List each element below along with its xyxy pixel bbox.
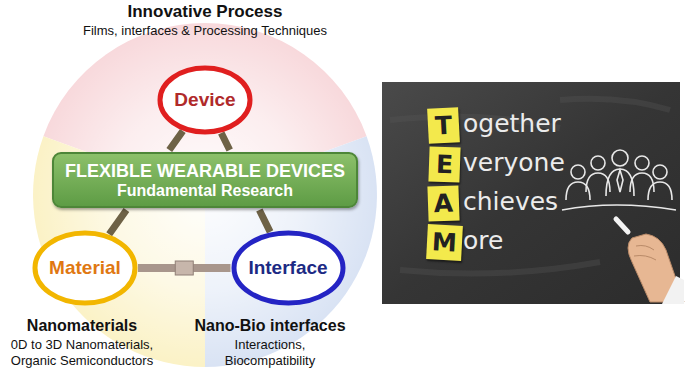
node-text: Fundamental Research: [117, 182, 293, 200]
node-text: FLEXIBLE WEARABLE DEVICES: [65, 161, 345, 182]
note-letter: A: [433, 189, 453, 219]
node-text: Interface: [248, 257, 327, 279]
node-text: Device: [174, 89, 235, 111]
section-subtitle: Films, interfaces & Processing Technique…: [40, 23, 370, 39]
sticky-note: M: [426, 224, 463, 261]
section-subtitle: Interactions, Biocompatibility: [205, 337, 335, 368]
chalk-word: ogether: [463, 109, 561, 138]
note-letter: E: [435, 150, 453, 180]
chalk-word: ore: [463, 226, 503, 255]
people-sketch: [562, 150, 676, 210]
section-subtitle: 0D to 3D Nanomaterials, Organic Semicond…: [4, 337, 160, 368]
title-band: FLEXIBLE WEARABLE DEVICESFundamental Res…: [52, 152, 358, 208]
section-heading: Nanomaterials: [4, 316, 160, 335]
section-heading: Innovative Process: [85, 2, 325, 22]
chalkboard: [382, 82, 680, 304]
sticky-note: A: [427, 185, 459, 221]
link-bar: [138, 261, 231, 275]
connector-plug: [175, 261, 193, 275]
hand-with-chalk: [616, 219, 684, 304]
node-text: Material: [49, 257, 121, 279]
device-circle: Device: [157, 65, 253, 135]
note-letter: T: [434, 111, 453, 141]
background-circle: [33, 23, 377, 367]
sticky-note: T: [427, 107, 460, 144]
interface-circle: Interface: [231, 230, 346, 306]
sticky-note: E: [428, 146, 460, 182]
material-circle: Material: [32, 230, 138, 306]
chalk-word: chieves: [463, 187, 558, 216]
chalk-word: veryone: [463, 148, 565, 177]
section-heading: Nano-Bio interfaces: [185, 316, 355, 335]
note-letter: M: [431, 227, 457, 257]
